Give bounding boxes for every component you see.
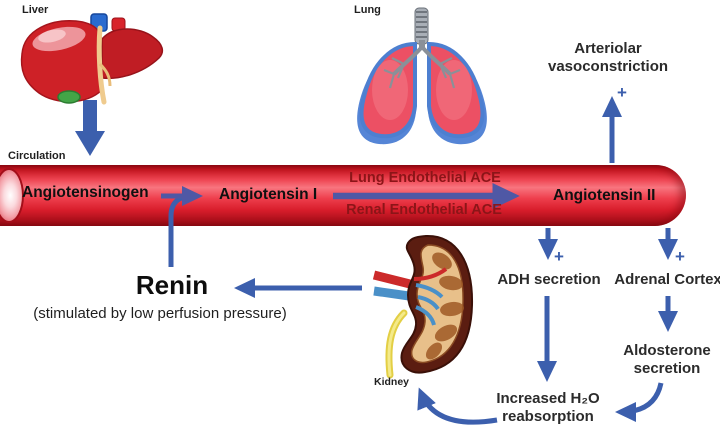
renin-note: (stimulated by low perfusion pressure) [33, 305, 287, 322]
circulation-label: Circulation [8, 150, 66, 162]
kidney-illustration [372, 234, 474, 379]
renin-label: Renin [135, 270, 209, 300]
angiotensinogen-label: Angiotensinogen [22, 184, 149, 201]
lung-illustration [357, 7, 487, 145]
lung-ace-label: Lung Endothelial ACE [349, 170, 501, 186]
adrenal-cortex-label: Adrenal Cortex [614, 271, 720, 288]
liver-illustration [20, 13, 164, 105]
plus-sign-adrenal: + [675, 247, 685, 266]
adh-secretion-label: ADH secretion [497, 271, 601, 288]
angiotensin-ii-label: Angiotensin II [553, 187, 656, 204]
plus-sign-adh: + [554, 247, 564, 266]
kidney-label: Kidney [374, 376, 410, 388]
renal-ace-label: Renal Endothelial ACE [346, 202, 502, 218]
liver-to-circulation-arrow [75, 100, 105, 156]
liver-label: Liver [22, 4, 49, 16]
angiotensin-i-label: Angiotensin I [219, 186, 318, 203]
aldosterone-to-h2o-arrow [615, 382, 664, 422]
aldosterone-secretion-label: Aldosterone secretion [623, 342, 711, 377]
vessel-opening [0, 168, 24, 223]
h2o-reabsorption-label: Increased H₂O reabsorption [496, 390, 600, 425]
lung-label: Lung [354, 4, 381, 16]
plus-sign-arteriolar: + [617, 83, 627, 102]
arteriolar-vasoconstriction-label: Arteriolar vasoconstriction [548, 40, 669, 75]
